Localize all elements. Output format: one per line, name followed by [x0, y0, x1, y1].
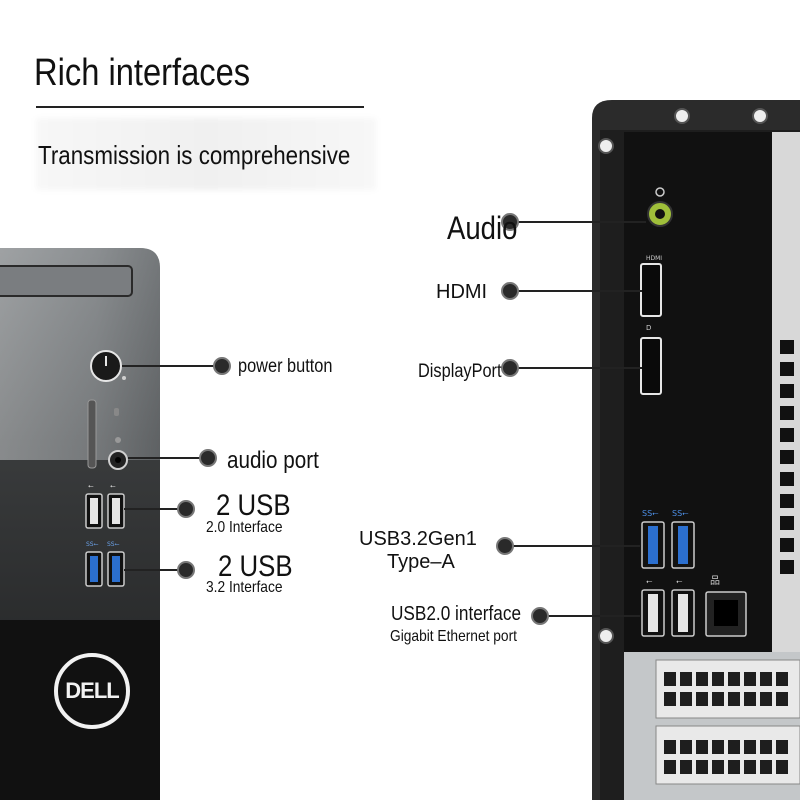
usb32-label-line2: Type–A: [387, 551, 455, 573]
rear-audio-label: Audio: [447, 210, 518, 246]
page-subtitle: Transmission is comprehensive: [38, 140, 351, 170]
svg-text:⭠: ⭠: [88, 482, 94, 490]
usb2-count-label: 2 USB: [216, 489, 291, 522]
svg-text:⭠: ⭠: [676, 577, 683, 586]
dell-logo-icon: [54, 653, 130, 729]
card-reader-slot: [87, 399, 97, 469]
ethernet-label: Gigabit Ethernet port: [390, 628, 517, 645]
displayport-port-icon: [640, 337, 662, 395]
svg-text:D: D: [646, 324, 651, 332]
usb32-label-line1: USB3.2Gen1: [359, 528, 477, 550]
callout-dots: [177, 213, 549, 625]
usb3-count-label: 2 USB: [218, 550, 293, 583]
blurred-decoration: [36, 118, 376, 190]
usb2-interface-label: 2.0 Interface: [206, 519, 283, 536]
displayport-label: DisplayPort: [418, 361, 502, 382]
svg-text:SS⭠: SS⭠: [642, 509, 659, 518]
optical-drive-slot: [0, 265, 133, 297]
usb3-interface-label: 3.2 Interface: [206, 579, 283, 596]
svg-text:品: 品: [710, 575, 720, 587]
hdmi-label: HDMI: [436, 281, 488, 303]
svg-text:HDMI: HDMI: [646, 255, 662, 262]
svg-text:⭠: ⭠: [110, 482, 116, 490]
audio-port-label: audio port: [227, 447, 319, 474]
usb20-label: USB2.0 interface: [391, 603, 522, 625]
page-title: Rich interfaces: [34, 52, 251, 94]
svg-text:⭠: ⭠: [646, 577, 653, 586]
svg-text:SS⭠: SS⭠: [86, 541, 99, 548]
power-button-label: power button: [238, 356, 333, 377]
title-underline: [36, 106, 364, 108]
front-tower: ⭠ ⭠ SS⭠ SS⭠: [0, 248, 160, 800]
callout-lines: [122, 221, 646, 617]
svg-text:SS⭠: SS⭠: [672, 509, 689, 518]
dell-logo-text: DELL: [65, 678, 119, 703]
hdmi-port-icon: [640, 263, 662, 317]
rear-panel: HDMI D SS⭠ SS⭠ ⭠ ⭠ 品: [592, 100, 800, 800]
svg-text:SS⭠: SS⭠: [107, 541, 120, 548]
